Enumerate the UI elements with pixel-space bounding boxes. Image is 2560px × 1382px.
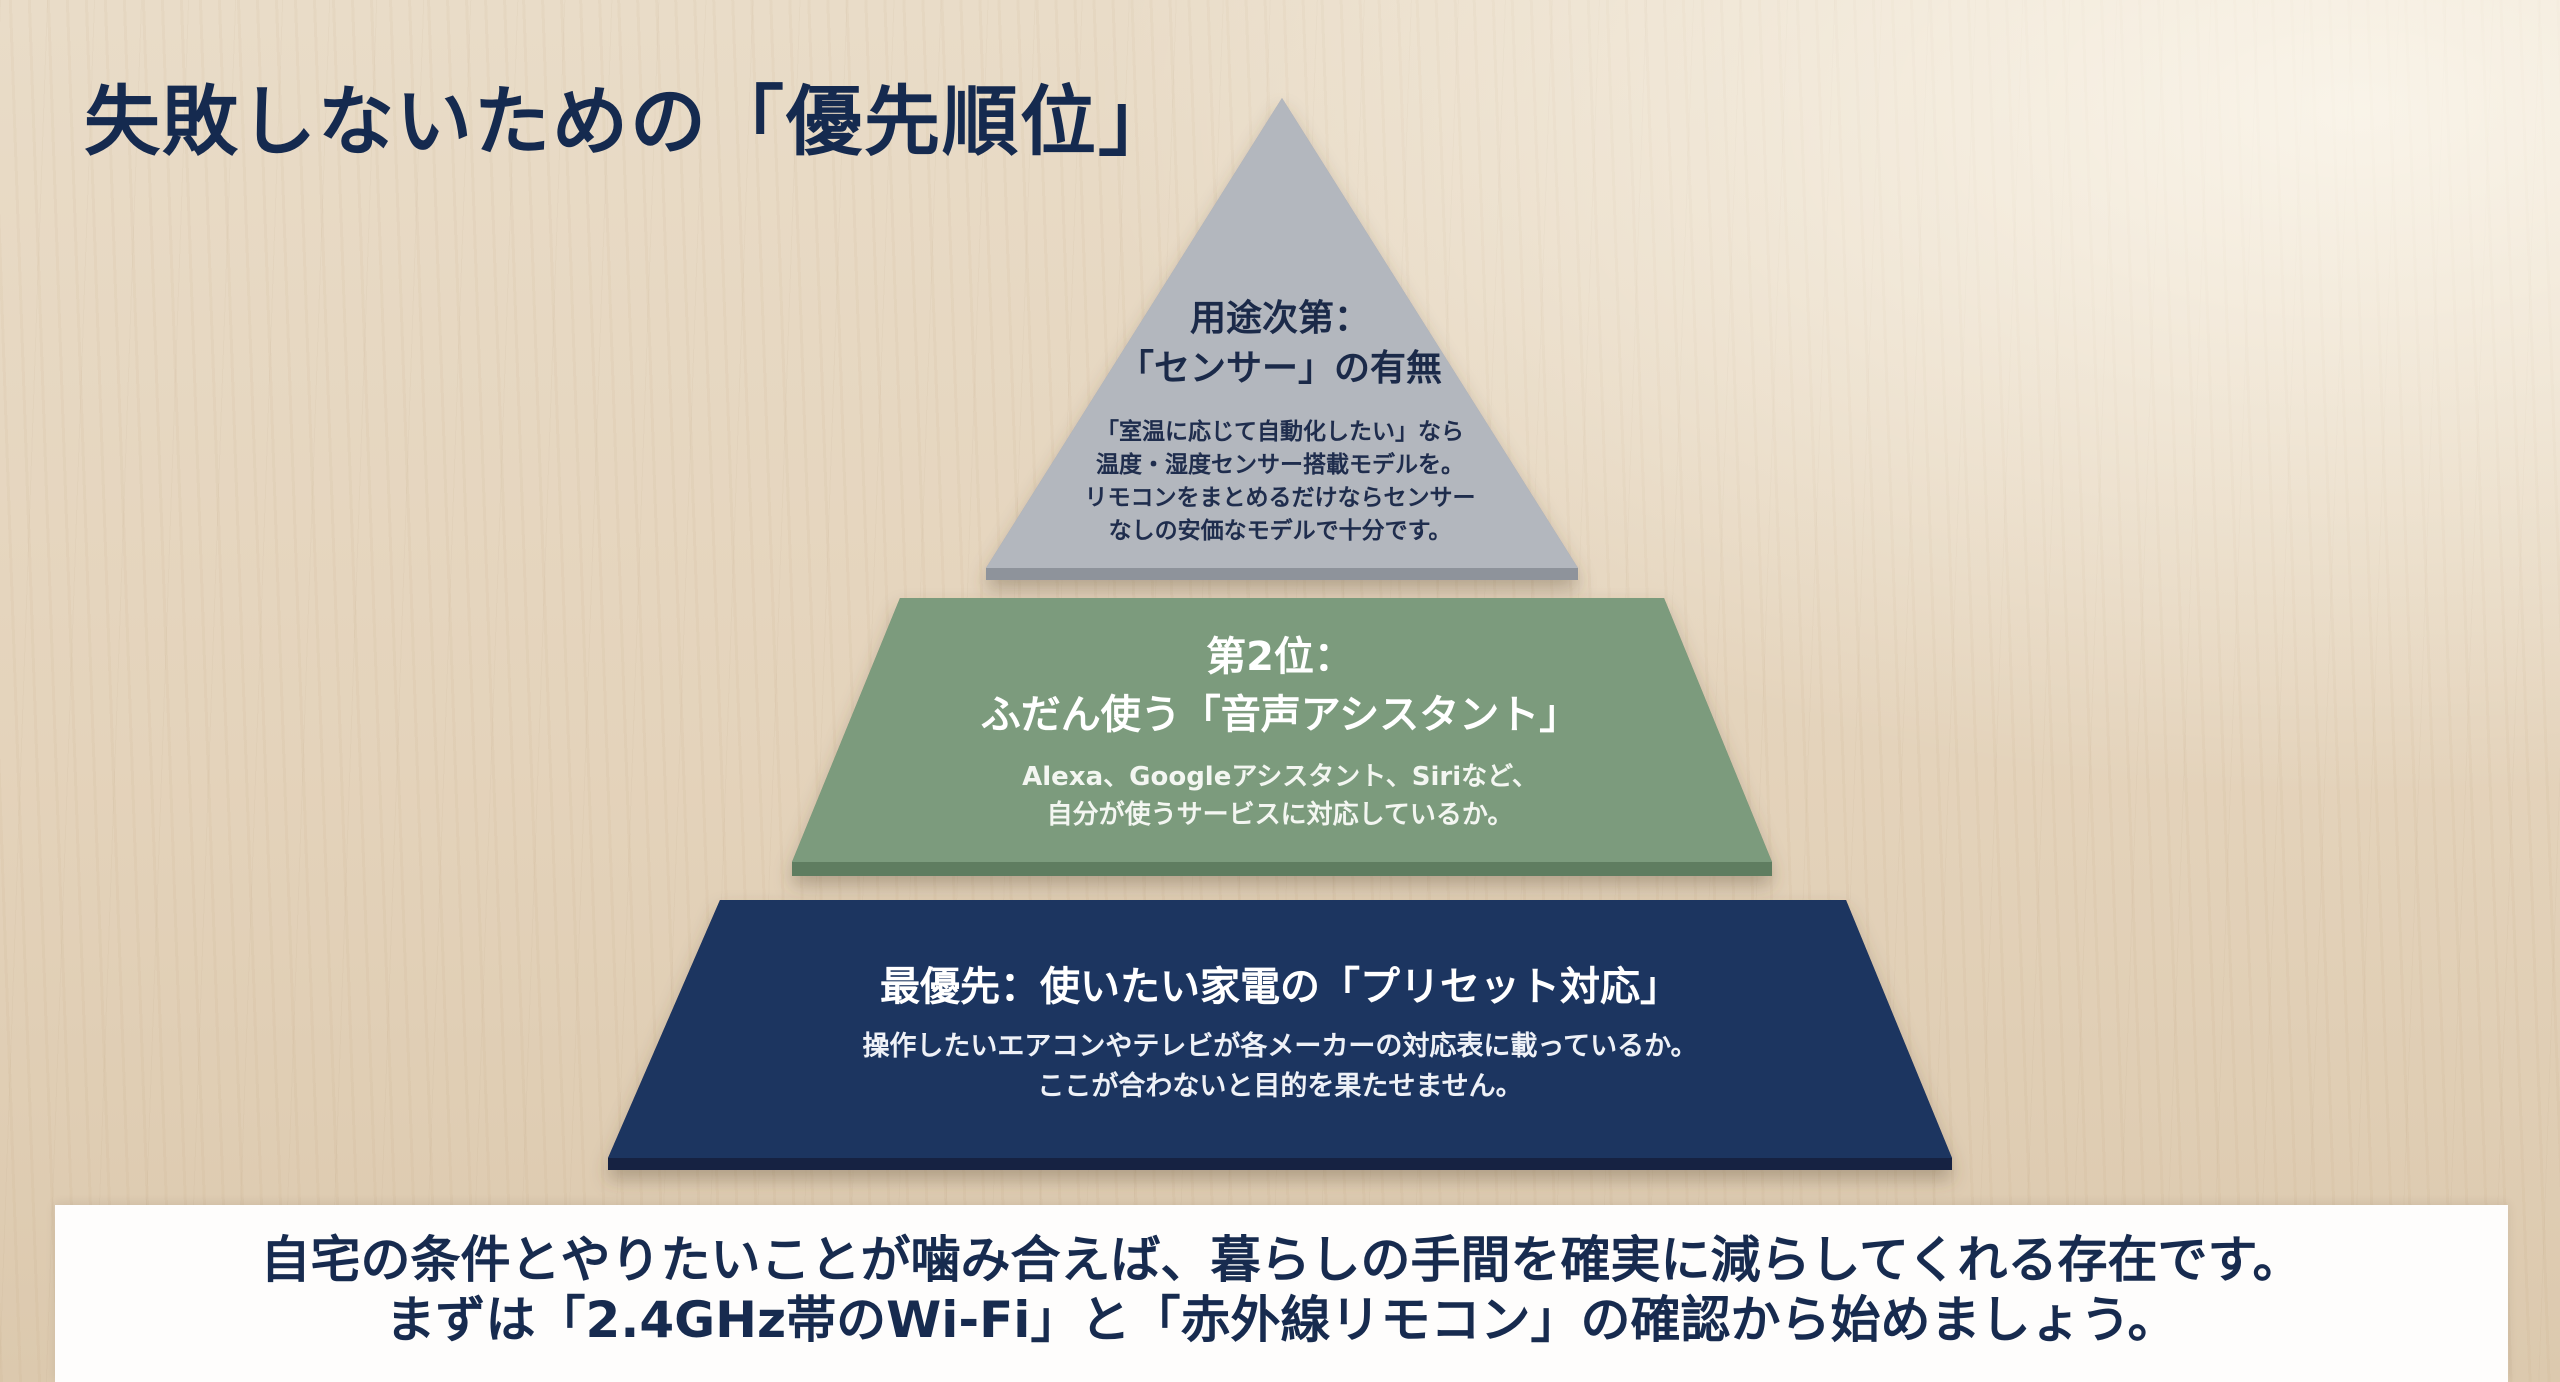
tier-top-body-line: 「室温に応じて自動化したい」なら [1096, 419, 1464, 445]
pyramid-tier-middle [792, 598, 1772, 876]
tier-top-body-line: リモコンをまとめるだけならセンサー [1084, 485, 1476, 511]
pyramid-tier-bottom [608, 900, 1952, 1170]
tier-bottom-body: 操作したいエアコンやテレビが各メーカーの対応表に載っているか。 ここが合わないと… [680, 1027, 1880, 1107]
tier-top-body-line: なしの安価なモデルで十分です。 [1108, 518, 1452, 544]
caption-line: 自宅の条件とやりたいことが噛み合えば、暮らしの手間を確実に減らしてくれる存在です… [260, 1231, 2303, 1289]
tier-top-text: 用途次第： 「センサー」の有無 「室温に応じて自動化したい」なら 温度・湿度セン… [1030, 294, 1530, 548]
tier-top-body: 「室温に応じて自動化したい」なら 温度・湿度センサー搭載モデルを。 リモコンをま… [1030, 416, 1530, 548]
tier-middle-body-line: 自分が使うサービスに対応しているか。 [1046, 800, 1514, 830]
caption-box: 自宅の条件とやりたいことが噛み合えば、暮らしの手間を確実に減らしてくれる存在です… [55, 1205, 2508, 1382]
tier-top-heading-line: 用途次第： [1189, 298, 1370, 339]
pyramid-tier-top [986, 98, 1578, 580]
tier-middle-heading-line: ふだん使う「音声アシスタント」 [980, 692, 1580, 738]
tier-top-heading-line: 「センサー」の有無 [1117, 348, 1442, 389]
tier-bottom-body-line: 操作したいエアコンやテレビが各メーカーの対応表に載っているか。 [862, 1031, 1698, 1062]
page-title: 失敗しないための「優先順位」 [84, 77, 1176, 166]
tier-middle-text: 第2位： ふだん使う「音声アシスタント」 Alexa、Googleアシスタント、… [860, 628, 1700, 834]
tier-middle-heading-line: 第2位： [1206, 634, 1354, 680]
tier-bottom-heading-line: 最優先：使いたい家電の「プリセット対応」 [880, 964, 1680, 1010]
tier-top-body-line: 温度・湿度センサー搭載モデルを。 [1096, 452, 1464, 478]
tier-bottom-body-line: ここが合わないと目的を果たせません。 [1037, 1071, 1523, 1102]
tier-middle-body-line: Alexa、Googleアシスタント、Siriなど、 [1022, 762, 1538, 792]
caption-line: まずは「2.4GHz帯のWi-Fi」と「赤外線リモコン」の確認から始めましょう。 [385, 1291, 2178, 1349]
tier-bottom-text: 最優先：使いたい家電の「プリセット対応」 操作したいエアコンやテレビが各メーカー… [680, 957, 1880, 1107]
tier-middle-body: Alexa、Googleアシスタント、Siriなど、 自分が使うサービスに対応し… [860, 758, 1700, 834]
